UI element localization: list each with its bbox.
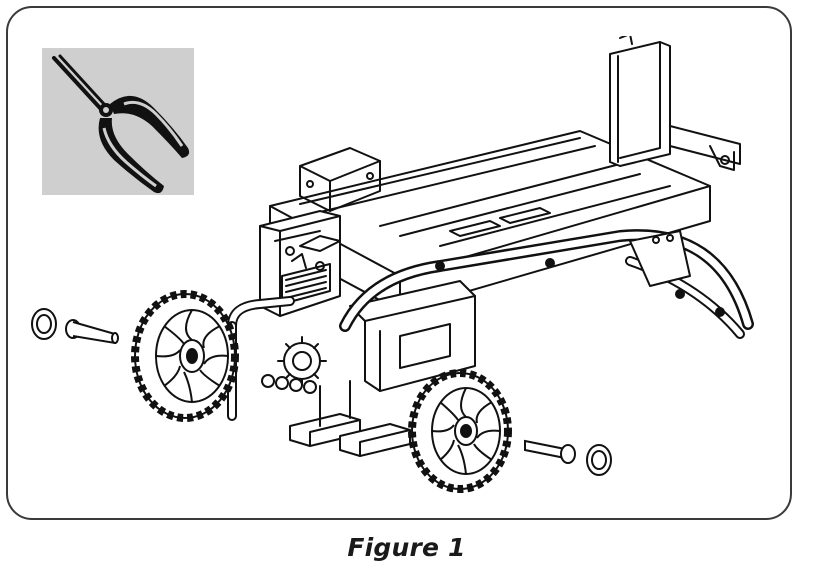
right-wheel (412, 373, 508, 489)
rear-stand-bracket (630, 231, 690, 286)
small-washers (262, 375, 316, 393)
left-hub-cap (32, 309, 56, 339)
right-hub-cap (587, 445, 611, 475)
required-tool-panel (42, 48, 194, 195)
right-axle-bolt (525, 441, 575, 463)
front-feet (290, 381, 410, 456)
log-splitter-assembly-drawing (20, 36, 780, 506)
needle-nose-pliers-icon (42, 48, 190, 194)
left-axle-bolt (66, 320, 118, 343)
motor-housing (300, 148, 380, 211)
control-block (260, 211, 340, 316)
handle-frame (232, 235, 748, 416)
figure-caption: Figure 1 (347, 533, 466, 562)
hydraulic-cylinder (350, 281, 475, 391)
left-wheel (135, 294, 235, 418)
splitting-wedge (610, 36, 670, 166)
splitter-beam (270, 131, 710, 311)
rear-end-cap (670, 126, 740, 170)
